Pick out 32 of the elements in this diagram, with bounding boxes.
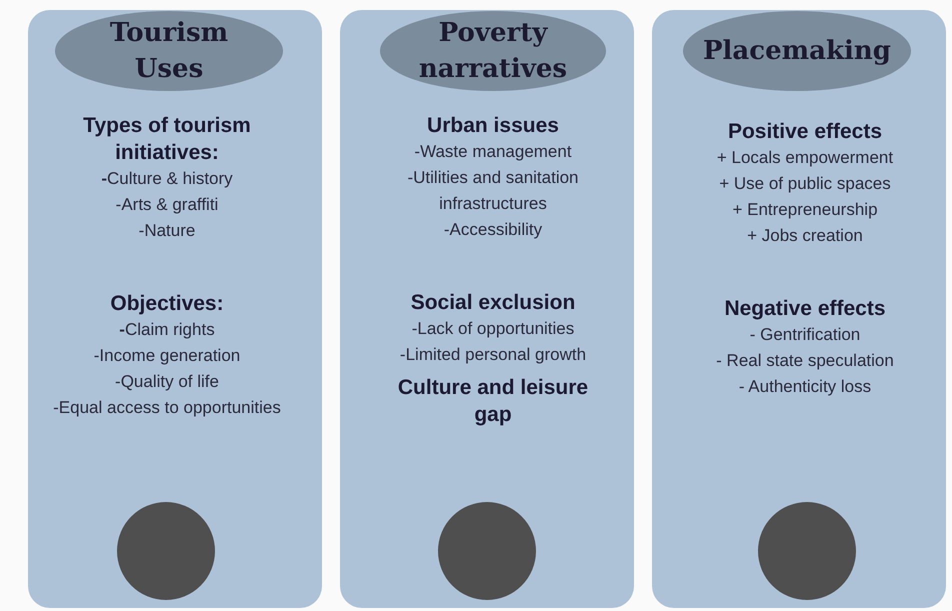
list-item: -Accessibility — [442, 219, 544, 241]
heading-ellipse: Tourism Uses — [55, 11, 283, 91]
heading-ellipse: Poverty narratives — [380, 11, 606, 91]
list-item: -Quality of life — [114, 371, 220, 393]
list-item: - Real state speculation — [715, 350, 895, 372]
section-heading: Positive effects — [726, 119, 884, 145]
heading-ellipse: Placemaking — [683, 11, 911, 91]
list-item: -Nature — [138, 220, 196, 242]
list-item: -Utilities and sanitation infrastructures — [406, 167, 580, 215]
column-panel — [340, 10, 634, 608]
list-item: - Gentrification — [748, 324, 862, 346]
section-heading: Urban issues — [426, 113, 560, 139]
section-heading: Types of tourism initiatives: — [82, 113, 252, 166]
list-item: -Waste management — [413, 141, 573, 163]
list-item: -Limited personal growth — [398, 344, 588, 366]
section-heading: Culture and leisure gap — [396, 375, 590, 428]
list-item: -Claim rights — [118, 319, 216, 341]
section-heading: Social exclusion — [410, 290, 576, 316]
list-item: + Jobs creation — [746, 225, 864, 247]
list-item: + Use of public spaces — [718, 173, 892, 195]
list-item: -Arts & graffiti — [114, 194, 220, 216]
list-item: -Equal access to opportunities — [52, 397, 282, 419]
section-heading: Negative effects — [723, 296, 887, 322]
list-item: -Income generation — [92, 345, 242, 367]
section-heading: Objectives: — [109, 291, 225, 317]
list-item: + Locals empowerment — [716, 147, 894, 169]
list-item: + Entrepreneurship — [731, 199, 879, 221]
list-item: - Authenticity loss — [738, 376, 872, 398]
column-panel — [28, 10, 322, 608]
list-item: -Lack of opportunities — [410, 318, 576, 340]
list-item: -Culture & history — [100, 168, 234, 190]
column-panel — [652, 10, 946, 608]
